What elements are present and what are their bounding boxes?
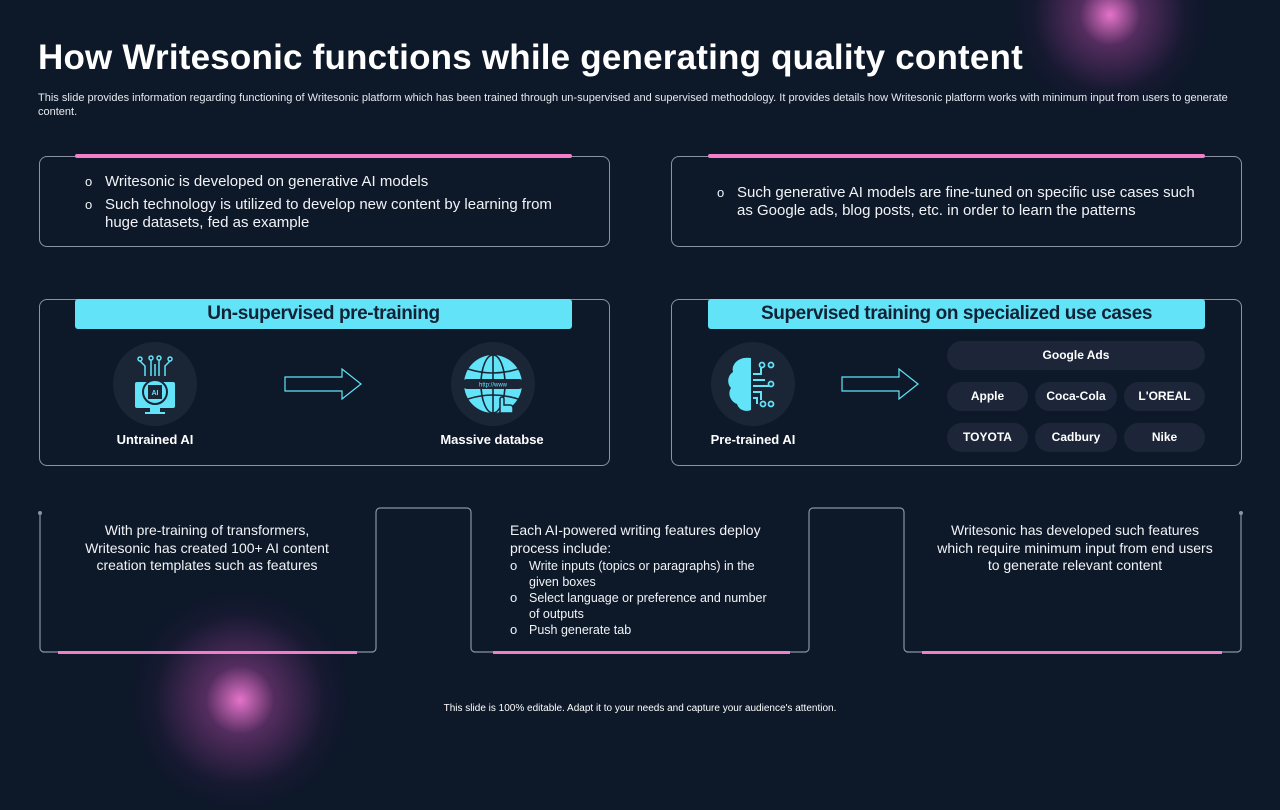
bottom-connector-outline: [38, 507, 1243, 654]
pink-accent-bar: [75, 154, 572, 158]
arrow-right-icon: [284, 367, 362, 401]
unsupervised-header: Un-supervised pre-training: [75, 299, 572, 329]
footer-note: This slide is 100% editable. Adapt it to…: [443, 703, 837, 714]
globe-web-icon: http://www: [451, 342, 535, 426]
pink-accent-bar: [708, 154, 1205, 158]
use-case-pill: Coca-Cola: [1035, 382, 1117, 411]
page-subtitle: This slide provides information regardin…: [38, 92, 1228, 118]
info-box-right: Such generative AI models are fine-tuned…: [671, 156, 1242, 247]
ai-gear-icon: AI: [113, 342, 197, 426]
massive-database-label: Massive databse: [440, 432, 544, 447]
bullet-item: Write inputs (topics or paragraphs) in t…: [510, 558, 780, 590]
brain-circuit-icon: [711, 342, 795, 426]
bullet-item: Push generate tab: [510, 622, 780, 638]
bottom-right-text: Writesonic has developed such features w…: [937, 522, 1213, 573]
pretrained-ai-label: Pre-trained AI: [710, 432, 796, 447]
untrained-ai-label: Untrained AI: [116, 432, 194, 447]
bullet-item: Writesonic is developed on generative AI…: [85, 173, 555, 191]
use-case-pill: Nike: [1124, 423, 1205, 452]
url-text: http://www: [479, 383, 508, 389]
use-case-pill: L'OREAL: [1124, 382, 1205, 411]
chip-text: AI: [152, 390, 159, 397]
use-case-pill: TOYOTA: [947, 423, 1028, 452]
bullet-item: Such generative AI models are fine-tuned…: [717, 184, 1197, 220]
use-case-pill: Google Ads: [947, 341, 1205, 370]
supervised-header: Supervised training on specialized use c…: [708, 299, 1205, 329]
bullet-item: Select language or preference and number…: [510, 590, 780, 622]
bottom-left-text: With pre-training of transformers, Write…: [85, 522, 329, 573]
use-case-pill: Cadbury: [1035, 423, 1117, 452]
bottom-middle-intro: Each AI-powered writing features deploy …: [510, 522, 761, 556]
use-case-pill: Apple: [947, 382, 1028, 411]
arrow-right-icon: [841, 367, 919, 401]
page-title: How Writesonic functions while generatin…: [38, 38, 1023, 77]
bullet-item: Such technology is utilized to develop n…: [85, 196, 555, 232]
